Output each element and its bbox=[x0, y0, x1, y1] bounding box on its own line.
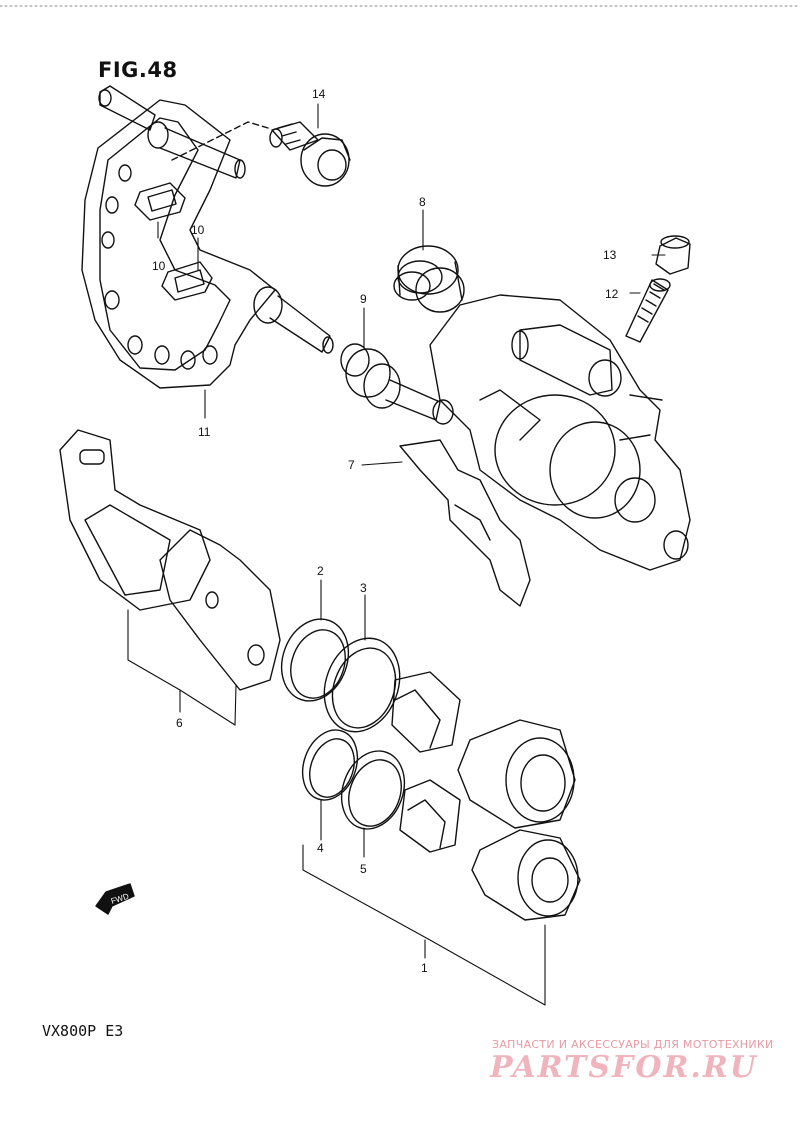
callout-6: 6 bbox=[176, 716, 183, 730]
watermark-logo: PARTSFOR.RU bbox=[490, 1050, 758, 1085]
callout-2: 2 bbox=[317, 564, 324, 578]
caliper-body-part bbox=[429, 294, 691, 571]
pad-spring-part bbox=[399, 439, 531, 607]
callout-14: 14 bbox=[312, 87, 326, 101]
callout-1: 1 bbox=[421, 961, 428, 975]
piston-insert-parts bbox=[391, 671, 461, 853]
callout-4: 4 bbox=[317, 841, 324, 855]
callout-10-lower: 10 bbox=[152, 259, 166, 273]
callout-13: 13 bbox=[603, 248, 617, 262]
dust-boot-part bbox=[393, 245, 465, 313]
pistons-part bbox=[457, 719, 581, 921]
model-code: VX800P E3 bbox=[42, 1022, 124, 1040]
callout-10-upper: 10 bbox=[191, 223, 205, 237]
caliper-bracket-part bbox=[81, 85, 334, 389]
callout-3: 3 bbox=[360, 581, 367, 595]
callout-11: 11 bbox=[198, 425, 211, 439]
bleeder-cap-part bbox=[655, 235, 691, 275]
forward-direction-arrow-icon: FWD bbox=[95, 883, 135, 915]
piston-seal-rings-part bbox=[280, 618, 406, 830]
leader-lines bbox=[127, 103, 666, 1006]
brake-pad-set-part bbox=[59, 429, 281, 691]
callout-7: 7 bbox=[348, 458, 355, 472]
callout-5: 5 bbox=[360, 862, 367, 876]
callout-8: 8 bbox=[419, 195, 426, 209]
watermark-caption: ЗАПЧАСТИ И АКСЕССУАРЫ ДЛЯ МОТОТЕХНИКИ bbox=[492, 1038, 774, 1051]
bolt-part bbox=[269, 121, 351, 187]
callout-12: 12 bbox=[605, 287, 619, 301]
figure-title: FIG.48 bbox=[98, 58, 178, 82]
callout-9: 9 bbox=[360, 292, 367, 306]
pin-boot-part bbox=[340, 343, 454, 425]
bleeder-valve-part bbox=[625, 278, 671, 343]
